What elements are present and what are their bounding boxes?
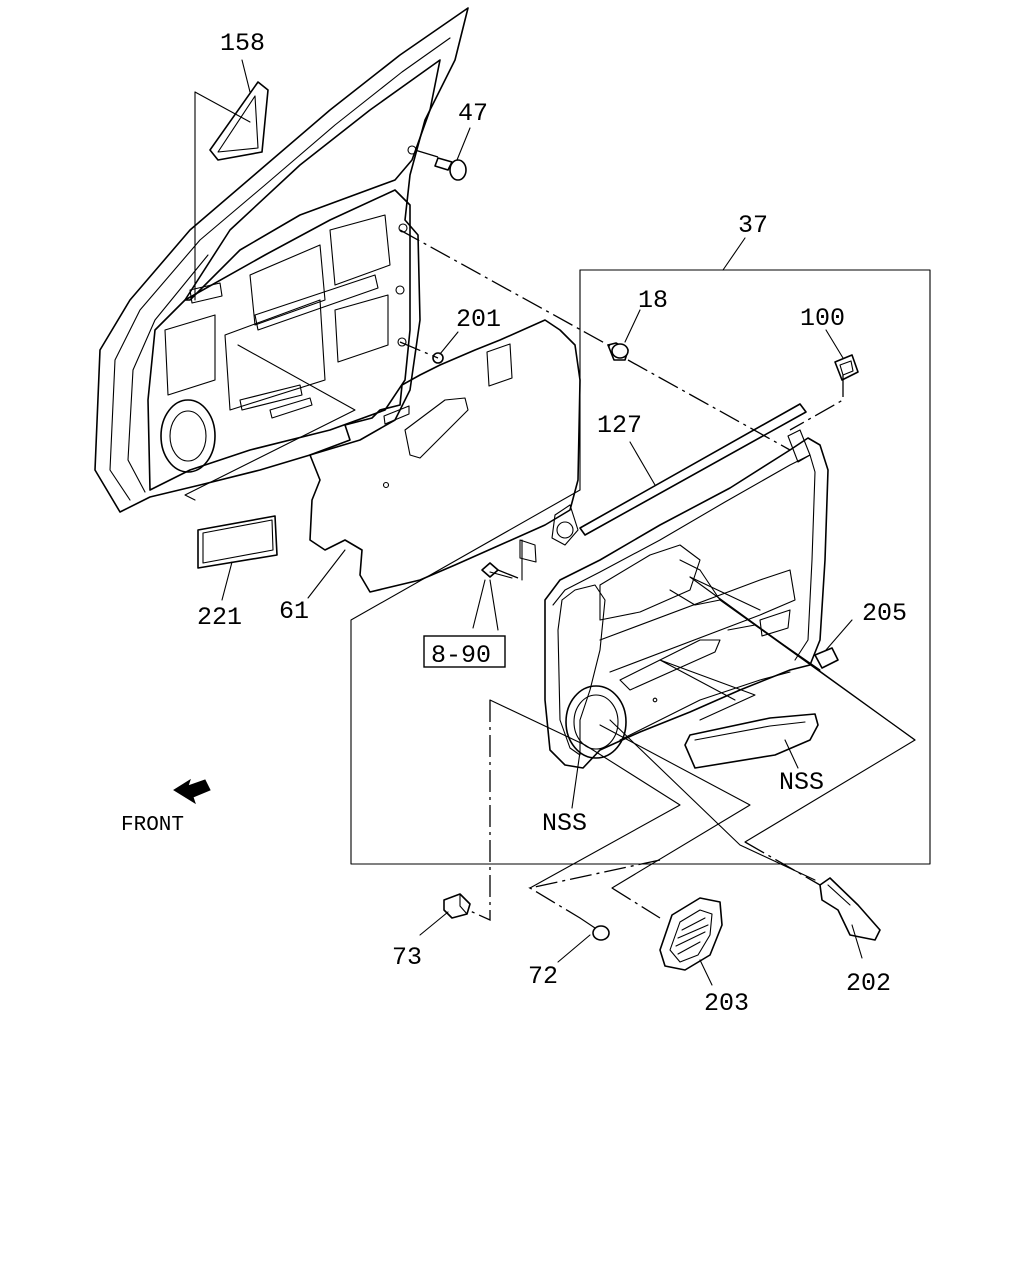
ref-8-90-box — [423, 635, 506, 668]
part-61-sealing-sheet — [309, 319, 581, 593]
label-202: 202 — [846, 969, 891, 998]
part-221-pad — [197, 515, 278, 569]
part-203-speaker-grille — [659, 897, 723, 971]
label-201: 201 — [456, 305, 501, 334]
label-100: 100 — [800, 304, 845, 333]
part-72-screw — [579, 917, 610, 941]
label-158: 158 — [220, 29, 265, 58]
part-8-90-fastener — [481, 504, 579, 581]
label-nss-left: NSS — [542, 809, 587, 838]
front-label: FRONT — [121, 814, 184, 837]
label-127: 127 — [597, 411, 642, 440]
door-trim-panel — [544, 429, 829, 769]
front-arrow-icon — [173, 778, 211, 805]
leader-lines — [221, 59, 863, 986]
label-221: 221 — [197, 603, 242, 632]
label-203: 203 — [704, 989, 749, 1018]
nss-armrest — [684, 713, 819, 769]
part-127-weatherstrip — [579, 403, 807, 536]
exploded-view-lines — [184, 149, 916, 922]
label-18: 18 — [638, 286, 668, 315]
part-202-handle-trim — [819, 877, 881, 941]
label-61: 61 — [279, 597, 309, 626]
label-73: 73 — [392, 943, 422, 972]
label-205: 205 — [862, 599, 907, 628]
part-205-cap — [814, 647, 839, 669]
part-158-corner-cover — [194, 81, 269, 301]
label-37: 37 — [738, 211, 768, 240]
part-100-clip — [834, 354, 859, 381]
door-inner-panel — [94, 7, 469, 513]
label-nss-right: NSS — [779, 768, 824, 797]
label-8-90: 8-90 — [431, 641, 491, 670]
part-18-clip — [607, 342, 629, 361]
label-72: 72 — [528, 962, 558, 991]
part-73-clip — [443, 893, 471, 919]
label-47: 47 — [458, 99, 488, 128]
part-47-bolt — [434, 157, 467, 181]
